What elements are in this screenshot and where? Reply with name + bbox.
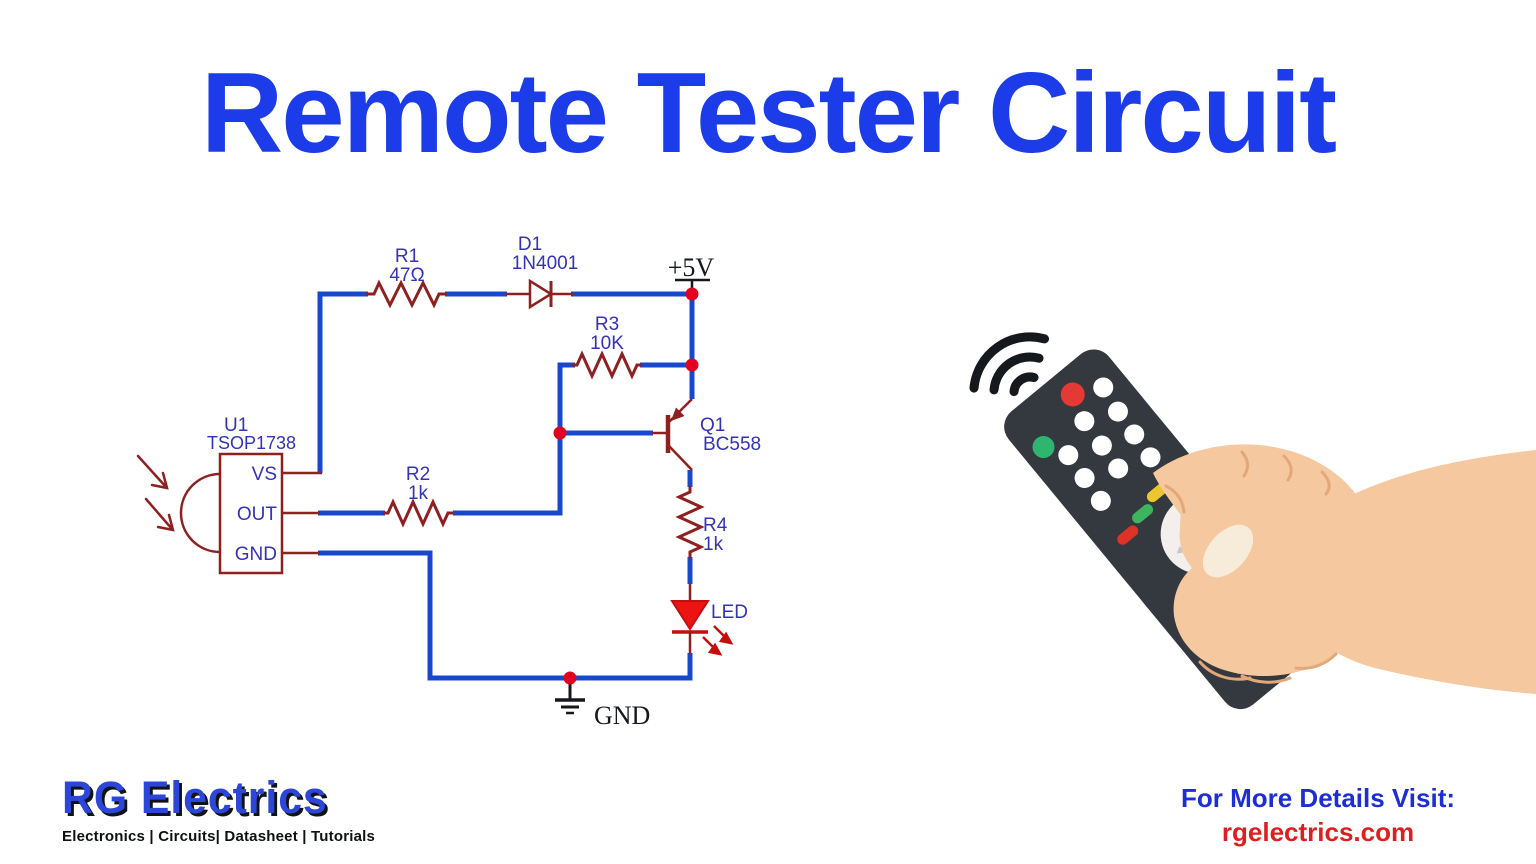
u1-pin-gnd: GND bbox=[235, 544, 277, 565]
led: LED bbox=[670, 584, 748, 656]
u1-pin-vs: VS bbox=[252, 464, 277, 485]
r1-ref: R1 bbox=[395, 246, 419, 267]
r2-ref: R2 bbox=[406, 464, 430, 485]
vcc-label: +5V bbox=[668, 253, 715, 282]
remote-power-button bbox=[1060, 382, 1085, 407]
ir-receiver-u1: U1 TSOP1738 VS OUT GND bbox=[136, 415, 322, 575]
resistor-r2: R2 1k bbox=[383, 464, 453, 528]
ground-symbol: GND bbox=[555, 678, 650, 730]
r4-value: 1k bbox=[703, 534, 724, 555]
brand-block: RG Electrics Electronics | Circuits| Dat… bbox=[62, 772, 382, 845]
junction-dots bbox=[553, 287, 699, 685]
brand-logo: RG Electrics bbox=[62, 772, 328, 823]
resistor-r1: R1 47Ω bbox=[366, 246, 447, 309]
gnd-label: GND bbox=[594, 701, 650, 730]
footer-cta: For More Details Visit: rgelectrics.com bbox=[1100, 782, 1536, 850]
u1-part: TSOP1738 bbox=[207, 433, 296, 453]
led-label: LED bbox=[711, 602, 748, 623]
remote-number-buttons bbox=[1058, 377, 1161, 511]
cta-url: rgelectrics.com bbox=[1221, 816, 1415, 847]
power-rail-5v: +5V bbox=[668, 253, 715, 294]
r3-ref: R3 bbox=[595, 314, 619, 335]
hand-creases bbox=[1164, 450, 1338, 684]
led-emission-arrows bbox=[702, 625, 734, 656]
d1-ref: D1 bbox=[518, 234, 542, 255]
receiver-dome bbox=[179, 472, 221, 554]
q1-value: BC558 bbox=[703, 434, 761, 455]
resistor-r3: R3 10K bbox=[572, 314, 642, 380]
brand-tagline: Electronics | Circuits| Datasheet | Tuto… bbox=[62, 828, 376, 845]
diode-d1: D1 1N4001 bbox=[505, 234, 579, 310]
r1-value: 47Ω bbox=[389, 265, 424, 286]
cta-label: For More Details Visit: bbox=[1180, 783, 1456, 813]
remote-mute-button bbox=[1032, 436, 1055, 459]
q1-ref: Q1 bbox=[700, 415, 725, 436]
transistor-q1: Q1 BC558 bbox=[652, 398, 761, 471]
u1-ref: U1 bbox=[224, 415, 248, 436]
r3-value: 10K bbox=[590, 333, 624, 354]
ir-input-arrows bbox=[136, 454, 175, 532]
u1-pin-out: OUT bbox=[237, 504, 278, 525]
remote-illustration bbox=[969, 332, 1536, 710]
wires bbox=[317, 291, 695, 681]
r4-ref: R4 bbox=[703, 515, 728, 536]
r2-value: 1k bbox=[408, 483, 429, 504]
receiver-pin-stubs bbox=[282, 471, 322, 555]
receiver-body bbox=[218, 452, 284, 575]
thumb-nail bbox=[1202, 524, 1254, 578]
resistor-r4: R4 1k bbox=[675, 486, 728, 558]
ir-signal-arcs bbox=[969, 332, 1049, 397]
d1-value: 1N4001 bbox=[512, 253, 579, 274]
page-title: Remote Tester Circuit bbox=[200, 50, 1337, 177]
